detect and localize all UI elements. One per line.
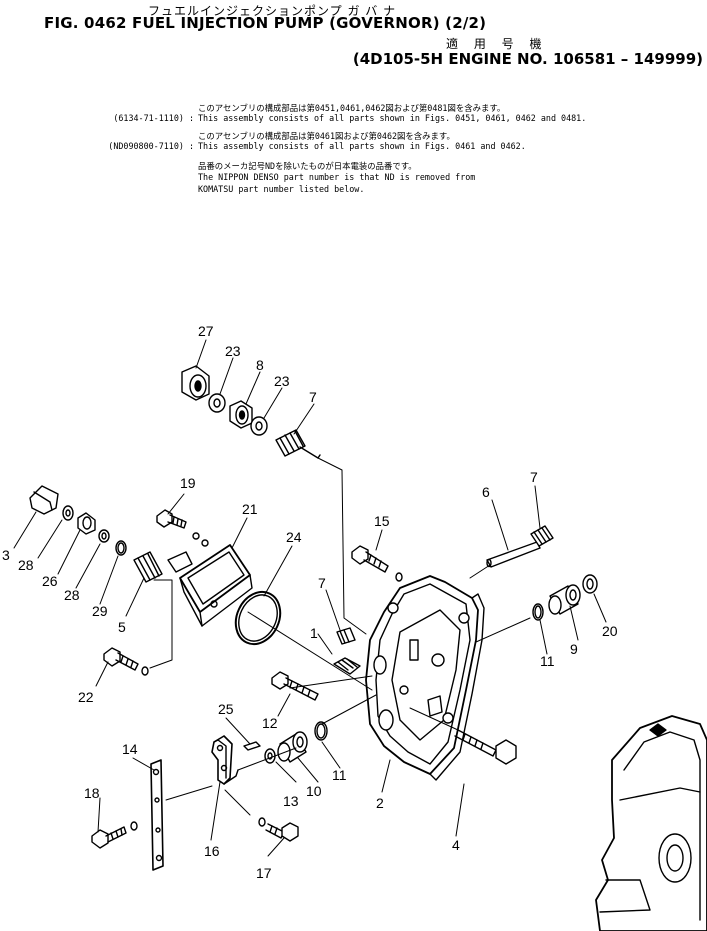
leader-lines: [13, 339, 607, 857]
part-22-bolt: [103, 647, 149, 676]
part-21-cover: [167, 532, 253, 627]
part-4-bolt: [454, 729, 517, 765]
callout-7-right: 7: [530, 469, 538, 485]
callout-19: 19: [180, 475, 196, 491]
callout-6: 6: [482, 484, 490, 500]
callout-9: 8: [256, 357, 264, 373]
callout-11-right: 11: [540, 653, 555, 669]
callout-25: 24: [286, 529, 302, 545]
part-10-bushing-lower: [277, 731, 308, 763]
callout-29: 29: [92, 603, 108, 619]
callout-12: 12: [262, 715, 278, 731]
part-6-pin: [486, 541, 541, 568]
callout-21: 21: [242, 501, 258, 517]
callout-5: 5: [118, 619, 126, 635]
part-24-cap-nut: [181, 365, 210, 401]
part-23-washer-lower: [250, 416, 268, 436]
part-29-o-ring: [115, 540, 127, 556]
part-13-bolt: [351, 545, 403, 582]
part-9-nut: [229, 400, 253, 429]
note1-japanese: このアセンブリの構成部品は第0451,0461,0462図および第0481図を含…: [198, 103, 506, 113]
note3-english-line2: KOMATSU part number listed below.: [198, 184, 365, 194]
callout-2: 2: [376, 795, 384, 811]
part-18-seal-right: [582, 574, 598, 594]
part-1-bolt: [333, 657, 361, 675]
callout-13: 15: [374, 513, 390, 529]
callout-14: 13: [283, 793, 299, 809]
callout-27: 26: [42, 573, 58, 589]
part-26-key: [243, 741, 261, 751]
part-7-plug-right: [530, 525, 554, 547]
part-3-cap-nut-left: [29, 485, 59, 515]
note3-japanese: 品番のメーカ記号NDを除いたものが日本電装の品番です。: [198, 161, 417, 171]
callout-16: 16: [204, 843, 220, 859]
callout-28: 28: [18, 557, 34, 573]
part-10-bushing-right: [548, 584, 581, 615]
part-23-washer-top: [208, 393, 226, 413]
callout-10-lower: 10: [306, 783, 322, 799]
callout-11-lower: 11: [332, 767, 347, 783]
part-28-washer-b: [98, 529, 110, 543]
callout-8: 7: [309, 389, 317, 405]
part-19-bolt: [156, 509, 187, 529]
callout-23-b: 23: [274, 373, 290, 389]
part-16-lever: [211, 735, 239, 785]
assembly-lines: [149, 457, 531, 816]
part-20-bolt: [91, 821, 138, 849]
callout-20: 18: [84, 785, 100, 801]
engine-applicability: (4D105-5H ENGINE NO. 106581 – 149999): [352, 50, 703, 68]
part-2-governor-housing: [365, 575, 485, 781]
callout-24: 27: [198, 323, 214, 339]
part-27-nut-left: [77, 512, 96, 535]
callout-10-right: 9: [570, 641, 578, 657]
note3-english-line1: The NIPPON DENSO part number is that ND …: [198, 172, 476, 182]
callout-7-left: 7: [318, 575, 326, 591]
part-7-plug-left: [336, 627, 356, 645]
callout-1: 1: [310, 625, 318, 641]
part-11-o-ring-right: [532, 603, 544, 621]
callout-22: 22: [78, 689, 94, 705]
part-15-link-plate: [150, 759, 164, 871]
applicability-japanese: 適 用 号 機: [446, 37, 548, 51]
note1-part-code: (6134-71-1110) :: [113, 113, 194, 123]
pump-housing-reference: [595, 715, 707, 931]
part-12-bolt: [271, 671, 319, 701]
callout-15: 14: [122, 741, 138, 757]
part-25-o-ring-large: [234, 590, 282, 646]
note2-english: This assembly consists of all parts show…: [198, 141, 526, 151]
note2-part-code: (ND090800-7110) :: [108, 141, 194, 151]
part-5-screw-left: [133, 551, 163, 583]
note1-english: This assembly consists of all parts show…: [198, 113, 587, 123]
note2-japanese: このアセンブリの構成部品は第0461図および第0462図を含みます。: [198, 131, 455, 141]
figure-title: FIG. 0462 FUEL INJECTION PUMP (GOVERNOR)…: [44, 14, 487, 32]
callout-28-b: 28: [64, 587, 80, 603]
callout-18: 20: [602, 623, 618, 639]
japanese-title: フュエルインジェクションポンプ ガ バ ナ: [148, 4, 397, 18]
callout-26: 25: [218, 701, 234, 717]
part-28-washer-a: [62, 505, 74, 521]
callout-17: 17: [256, 865, 272, 881]
part-11-o-ring-lower: [314, 721, 328, 741]
callout-3: 3: [2, 547, 10, 563]
callout-4: 4: [452, 837, 460, 853]
part-17-bolt: [258, 817, 299, 842]
callout-23: 23: [225, 343, 241, 359]
part-8-adjusting-screw: [275, 429, 321, 459]
